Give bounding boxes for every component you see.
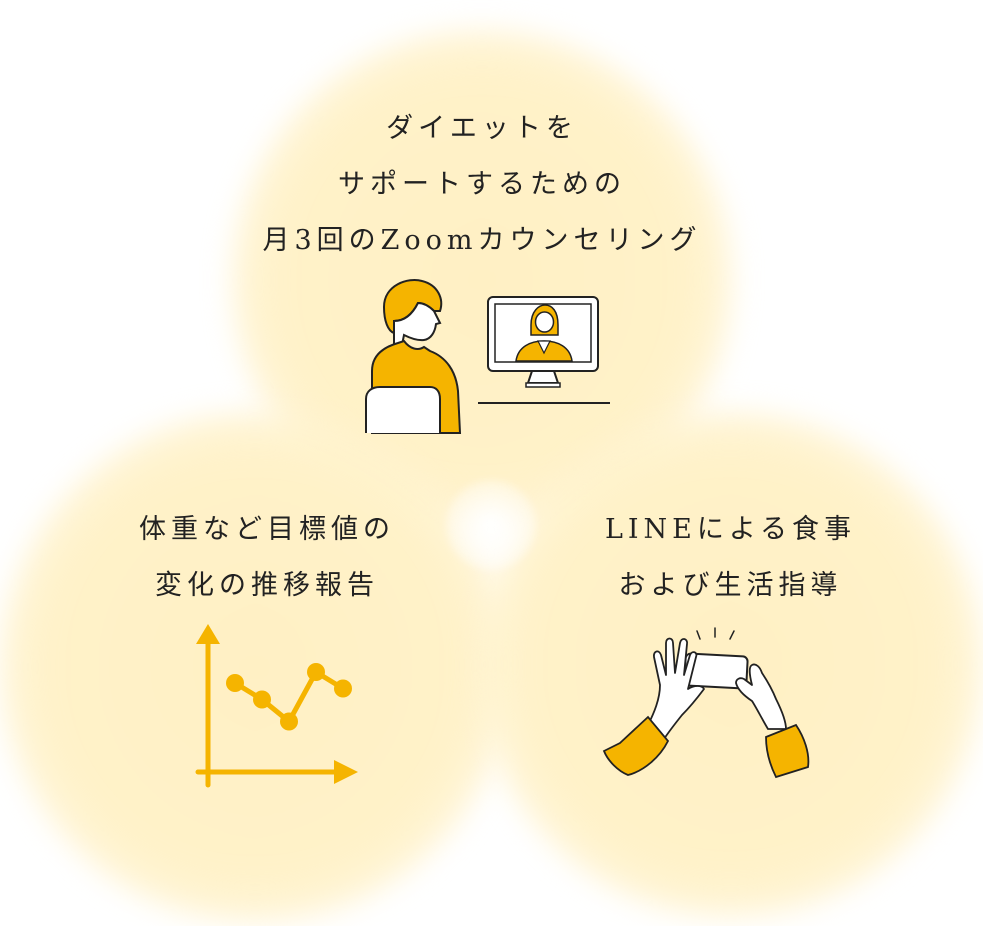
line-chart-illustration bbox=[195, 624, 358, 788]
left-caption-line-2: 変化の推移報告 bbox=[155, 570, 379, 601]
smartphone-hands-illustration bbox=[602, 627, 810, 779]
left-caption: 体重など目標値の 変化の推移報告 bbox=[22, 502, 512, 614]
chart-point-2 bbox=[253, 690, 271, 709]
center-highlight bbox=[446, 480, 536, 570]
chart-point-3 bbox=[280, 712, 298, 731]
right-hand-icon bbox=[735, 663, 810, 779]
left-circle bbox=[0, 412, 510, 922]
top-caption-line-2: サポートするための bbox=[338, 169, 626, 200]
sparkle-icon bbox=[696, 627, 735, 640]
counselee-person-icon bbox=[365, 279, 462, 434]
chart-point-1 bbox=[226, 674, 244, 692]
left-hand-icon bbox=[602, 637, 705, 776]
top-caption-line-1: ダイエットを bbox=[386, 113, 578, 144]
left-caption-line-1: 体重など目標値の bbox=[139, 514, 395, 545]
right-caption: LINEによる食事 および生活指導 bbox=[478, 502, 983, 614]
right-caption-line-1: LINEによる食事 bbox=[604, 514, 857, 545]
chart-point-5 bbox=[334, 679, 352, 698]
chart-point-4 bbox=[307, 663, 325, 681]
x-axis-arrow-icon bbox=[334, 760, 358, 784]
monitor-icon bbox=[487, 296, 599, 388]
chart-series bbox=[226, 663, 352, 731]
y-axis-arrow-icon bbox=[196, 624, 220, 644]
chart-axes bbox=[195, 624, 358, 788]
video-counseling-illustration bbox=[365, 279, 610, 434]
top-caption: ダイエットを サポートするための 月3回のZoomカウンセリング bbox=[232, 101, 732, 269]
right-caption-line-2: および生活指導 bbox=[618, 570, 843, 601]
top-caption-line-3: 月3回のZoomカウンセリング bbox=[262, 225, 702, 256]
